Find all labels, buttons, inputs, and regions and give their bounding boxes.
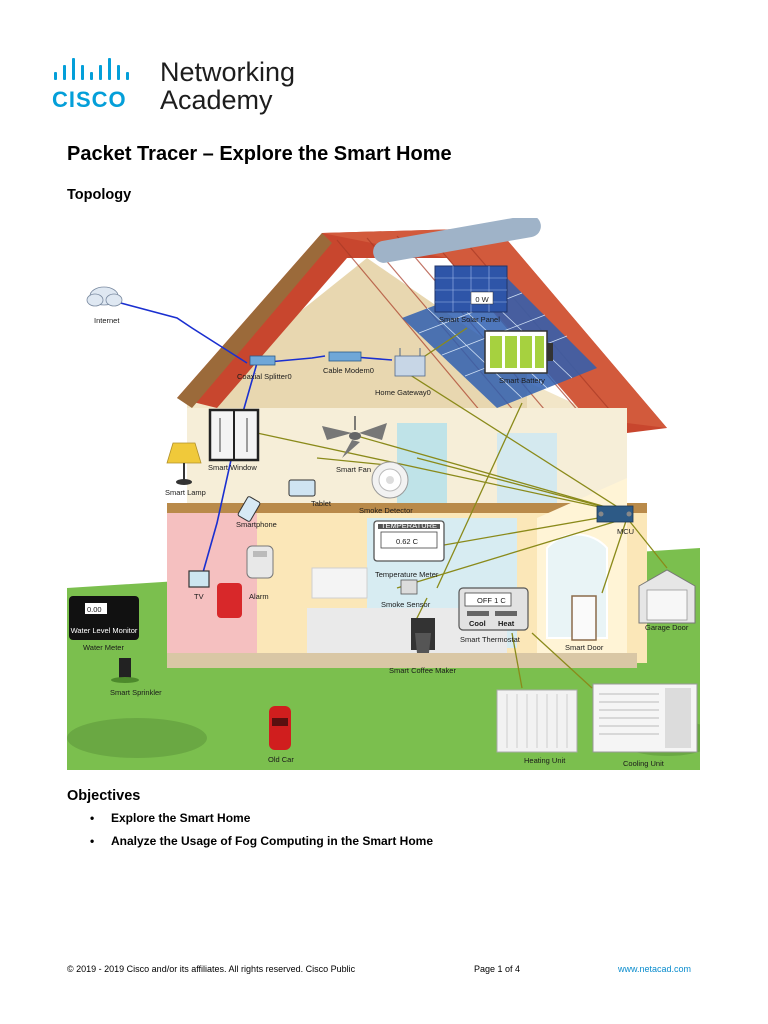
label-home-gateway: Home Gateway0 (375, 388, 431, 397)
label-internet: Internet (94, 316, 120, 325)
thermostat-readout: OFF 1 C (477, 596, 506, 605)
mcu-board-icon (596, 505, 634, 523)
objective-text: Explore the Smart Home (111, 811, 251, 825)
cooling-unit-icon (592, 683, 698, 753)
thermostat-cool: Cool (469, 619, 486, 628)
page-title: Packet Tracer – Explore the Smart Home (67, 143, 452, 165)
thermostat-heat: Heat (498, 619, 515, 628)
bullet-icon: • (90, 834, 95, 848)
heating-unit-icon (496, 689, 578, 753)
water-meter-caption: Water Level Monitor (71, 626, 138, 635)
coaxial-splitter-icon (249, 355, 276, 366)
smartphone-icon (237, 496, 261, 522)
old-car-icon (269, 706, 291, 750)
label-smart-lamp: Smart Lamp (165, 488, 206, 497)
temperature-header: TEMPERATURE (381, 521, 437, 530)
label-cable-modem: Cable Modem0 (323, 366, 374, 375)
iot-links (256, 327, 668, 689)
label-smartphone: Smartphone (236, 520, 277, 529)
label-tablet: Tablet (311, 499, 332, 508)
objectives-heading: Objectives (67, 788, 141, 804)
smart-home-topology-diagram: 0 W (67, 218, 700, 770)
smart-lamp-icon (166, 442, 202, 485)
label-coaxial-splitter: Coaxial Splitter0 (237, 372, 292, 381)
label-smart-door: Smart Door (565, 643, 604, 652)
bullet-icon: • (90, 811, 95, 825)
temperature-meter-icon (373, 520, 445, 562)
label-cooling-unit: Cooling Unit (623, 759, 665, 768)
label-old-car: Old Car (268, 755, 294, 764)
cisco-networking-academy-logo: CISCO Networking Academy (52, 58, 312, 118)
smart-coffee-maker-icon (411, 618, 435, 653)
objective-text: Analyze the Usage of Fog Computing in th… (111, 834, 434, 848)
objective-item: • Explore the Smart Home (90, 811, 433, 834)
smart-fan-icon (322, 416, 387, 458)
logo-academy: Academy (160, 85, 273, 115)
label-smart-coffee-maker: Smart Coffee Maker (389, 666, 456, 675)
water-meter-icon (69, 596, 139, 640)
temperature-value: 0.62 C (396, 537, 419, 546)
smoke-detector-icon (371, 461, 409, 499)
footer-url-link[interactable]: www.netacad.com (618, 964, 692, 974)
smart-thermostat-icon (458, 587, 529, 631)
label-temperature-meter: Temperature Meter (375, 570, 439, 579)
smart-battery-icon (484, 330, 553, 374)
logo-networking: Networking (160, 57, 296, 87)
label-smart-fan: Smart Fan (336, 465, 371, 474)
label-mcu: MCU (617, 527, 634, 536)
label-heating-unit: Heating Unit (524, 756, 566, 765)
label-smart-solar-panel: Smart Solar Panel (439, 315, 500, 324)
smart-solar-panel-icon (434, 265, 508, 313)
label-smart-battery: Smart Battery (499, 376, 545, 385)
alarm-icon (246, 545, 274, 579)
smart-sprinkler-icon (111, 658, 139, 683)
label-smart-thermostat: Smart Thermostat (460, 635, 521, 644)
cisco-wordmark: CISCO (52, 87, 127, 112)
footer-copyright: © 2019 - 2019 Cisco and/or its affiliate… (67, 964, 356, 974)
tablet-icon (288, 479, 316, 497)
label-alarm: Alarm (249, 592, 269, 601)
label-smart-sprinkler: Smart Sprinkler (110, 688, 162, 697)
cisco-bridge-icon (52, 58, 140, 80)
tv-icon (188, 570, 210, 588)
smoke-sensor-icon (400, 579, 418, 595)
internet-cloud-icon (86, 286, 123, 307)
home-gateway-icon (394, 348, 426, 377)
water-meter-value: 0.00 (87, 605, 102, 614)
footer-page-number: Page 1 of 4 (474, 964, 521, 974)
objectives-list: • Explore the Smart Home • Analyze the Usa… (90, 811, 433, 857)
objective-item: • Analyze the Usage of Fog Computing in t… (90, 834, 433, 857)
topology-heading: Topology (67, 187, 132, 203)
label-garage-door: Garage Door (645, 623, 689, 632)
solar-readout: 0 W (475, 295, 489, 304)
cable-modem-icon (328, 351, 362, 362)
label-smart-window: Smart Window (208, 463, 257, 472)
label-smoke-detector: Smoke Detector (359, 506, 413, 515)
label-water-meter: Water Meter (83, 643, 124, 652)
label-tv: TV (194, 592, 204, 601)
smart-window-icon (208, 408, 260, 462)
label-smoke-sensor: Smoke Sensor (381, 600, 431, 609)
